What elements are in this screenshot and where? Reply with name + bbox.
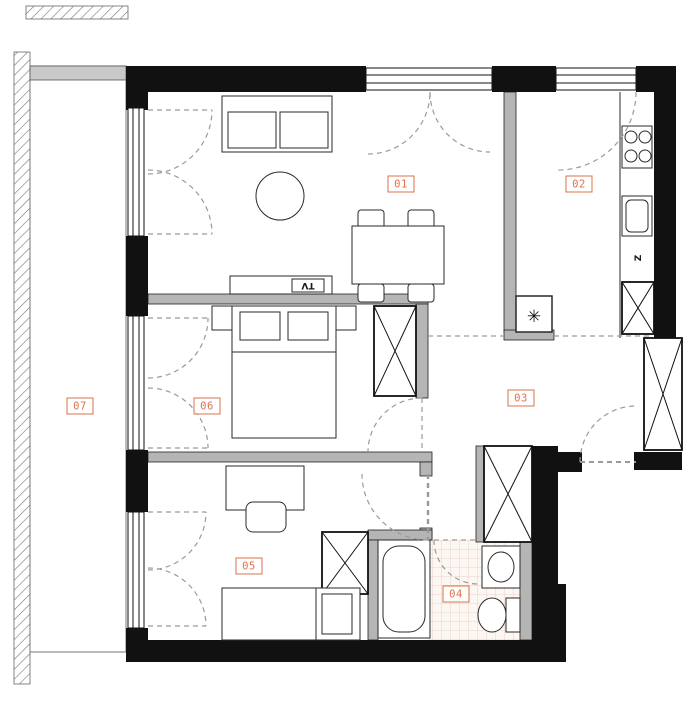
dining-chair [357, 209, 385, 229]
dining-chair [407, 209, 435, 229]
room-labels: 01 02 03 04 05 06 07 [66, 175, 593, 603]
wall-entry-jamb-left [556, 452, 582, 472]
door-swing-bathroom [433, 539, 479, 585]
wall-bathroom-west [367, 539, 379, 641]
wall-bathroom-top [367, 529, 433, 541]
double-bed [211, 305, 357, 439]
wall-top-b [492, 66, 556, 92]
wardrobe-bedroom2 [321, 531, 369, 595]
dining-chair [407, 283, 435, 303]
wall-west-3 [126, 450, 148, 512]
wall-se-corner [532, 584, 566, 662]
entry-door-swing [579, 405, 637, 463]
svg-text:05: 05 [242, 561, 256, 573]
room-label-balcony: 07 [66, 397, 94, 415]
exterior-walls [126, 66, 682, 662]
pillow [321, 593, 353, 635]
wall-top-a [126, 66, 366, 92]
door-swing-bedroom1 [367, 397, 423, 453]
dining-table [351, 209, 445, 303]
wall-bedroom1-bedroom2 [147, 451, 433, 463]
hatch-strip-top [25, 5, 129, 20]
hatch-strip-left [13, 51, 31, 685]
svg-text:02: 02 [572, 179, 586, 191]
room-label-bedroom1: 06 [193, 397, 221, 415]
svg-text:04: 04 [449, 589, 463, 601]
room-label-kitchen: 02 [565, 175, 593, 193]
fridge-shaft [621, 281, 655, 335]
washbasin [481, 545, 521, 589]
dining-chair [357, 283, 385, 303]
window-bedroom1 [127, 315, 145, 451]
balcony-outline [29, 65, 127, 653]
svg-text:03: 03 [514, 393, 528, 405]
wall-corridor-bedroom2-top [419, 461, 433, 477]
pillow [239, 311, 281, 341]
tv-label: TV [301, 280, 314, 290]
wall-washer-shaft-west [475, 445, 485, 543]
window-top-living [365, 67, 493, 91]
room-label-bedroom2: 05 [235, 557, 263, 575]
room-label-bathroom: 04 [442, 585, 470, 603]
pillow [287, 311, 329, 341]
wall-east-lower [532, 446, 558, 588]
wardrobe-bedroom1 [373, 305, 417, 397]
wall-top-c [636, 66, 676, 92]
svg-text:06: 06 [200, 401, 214, 413]
furniture [211, 92, 653, 641]
window-top-kitchen [555, 67, 637, 91]
toilet [477, 597, 521, 633]
balcony-door-swing-bedroom2 [147, 511, 207, 627]
door-swing-bedroom2 [361, 473, 430, 541]
wall-entry-jamb-right [634, 452, 682, 470]
svg-text:07: 07 [73, 401, 87, 413]
heater-box [515, 295, 553, 333]
bathtub [377, 539, 431, 639]
coffee-table [255, 171, 305, 221]
single-bed [221, 587, 361, 641]
sofa [221, 95, 333, 153]
wall-living-bedroom1 [147, 293, 429, 305]
nightstand [211, 305, 233, 331]
kitchen-sink-label: Z [634, 254, 644, 261]
wall-bathroom-east [519, 539, 533, 641]
crossed-boxes [321, 281, 683, 595]
nightstand [335, 305, 357, 331]
washer-shaft [483, 445, 533, 543]
wall-bottom [126, 640, 566, 662]
balcony-door-swing-living [147, 109, 213, 235]
tv-sideboard [229, 275, 333, 295]
wall-corridor-bedroom1 [415, 303, 429, 399]
room-label-hall: 03 [507, 389, 535, 407]
kitchen-sink [621, 195, 653, 237]
desk [225, 465, 305, 533]
ventilation-shaft [643, 337, 683, 451]
wall-west-1 [126, 92, 148, 110]
wall-east [654, 92, 676, 338]
balcony [29, 65, 127, 653]
door-swings [147, 91, 650, 627]
balcony-slab [29, 65, 127, 81]
wall-living-kitchen [503, 91, 517, 333]
heater-symbol-icon: ✳ [527, 307, 541, 327]
svg-text:01: 01 [394, 179, 408, 191]
windows [127, 67, 637, 629]
desk-chair [245, 501, 287, 533]
balcony-door-bedroom2 [127, 511, 145, 629]
wall-west-2 [126, 236, 148, 316]
window-swing-bedroom1 [147, 317, 209, 449]
window-swing-top-living [367, 91, 491, 155]
balcony-door-living [127, 107, 145, 237]
stove-icon [621, 125, 653, 169]
room-label-living: 01 [387, 175, 415, 193]
